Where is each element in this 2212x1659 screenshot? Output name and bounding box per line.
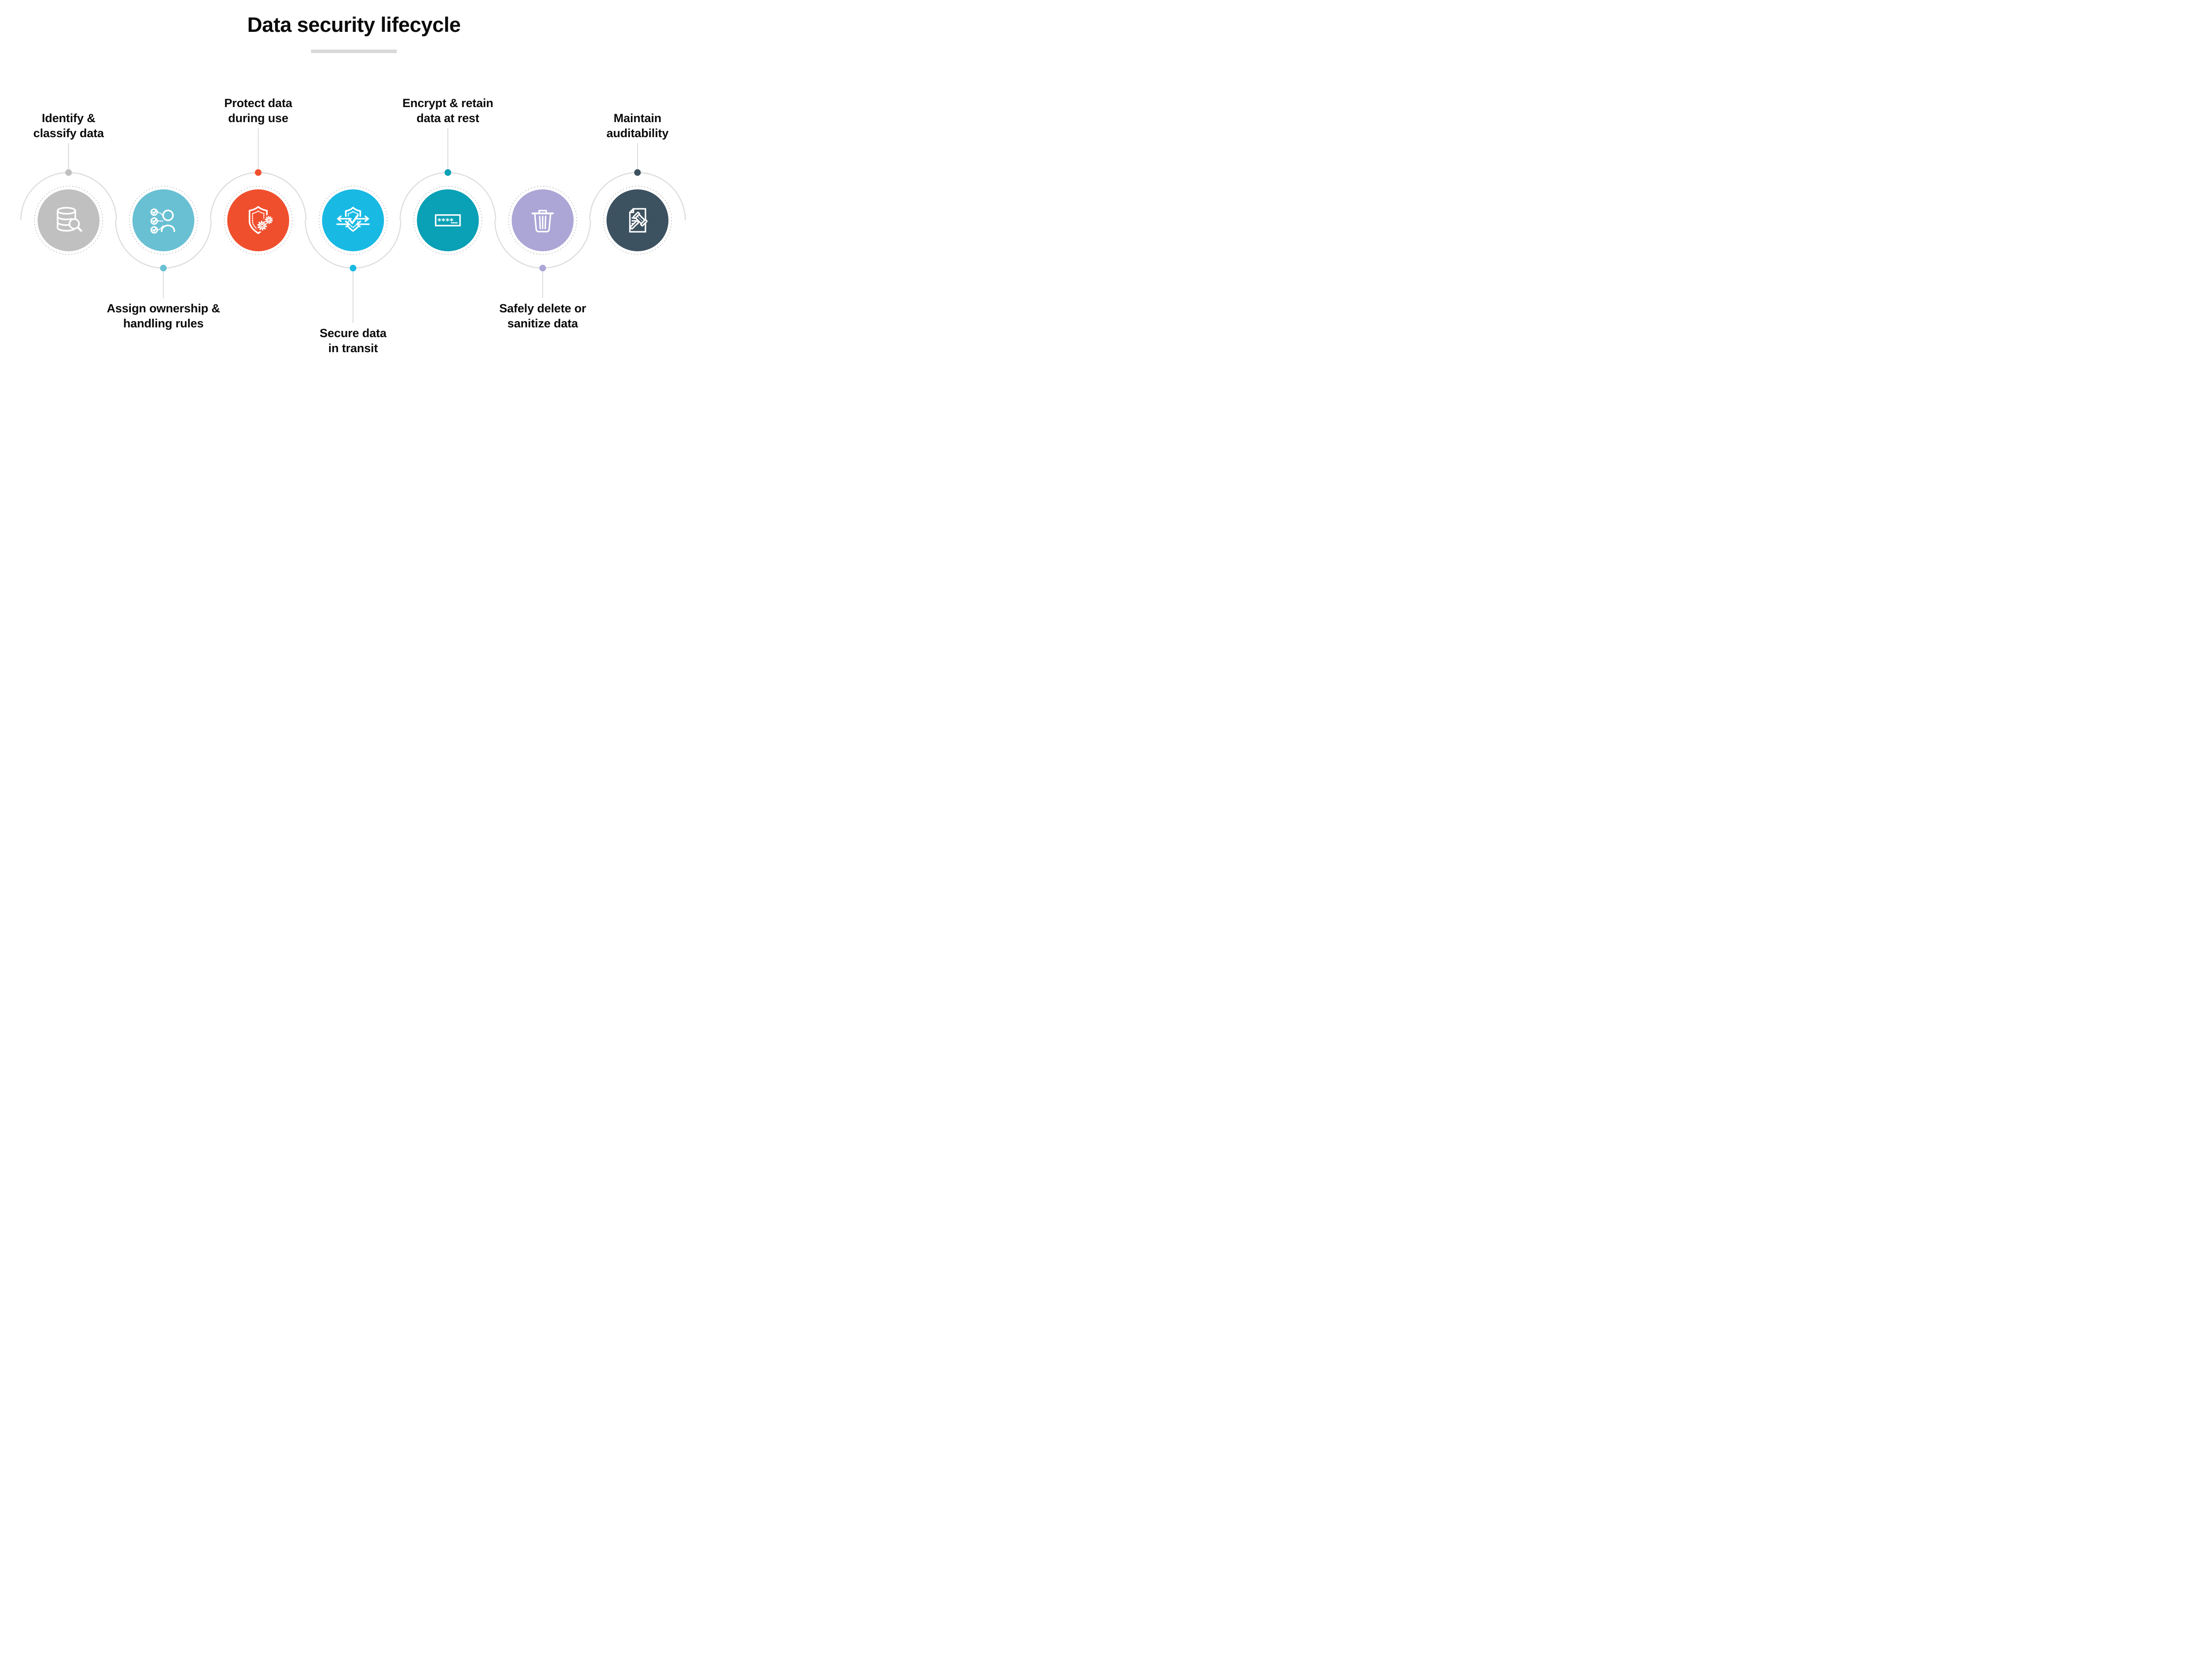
- step-dot-encrypt-at-rest: [444, 169, 451, 176]
- dashed-ring: [413, 186, 483, 255]
- step-dot-maintain-audit: [634, 169, 641, 176]
- step-dot-assign-ownership: [160, 265, 167, 272]
- dashed-ring: [34, 186, 103, 255]
- step-circle-protect-in-use: [227, 189, 289, 251]
- step-dot-safe-delete: [539, 265, 546, 272]
- infographic-stage: Data security lifecycle: [0, 0, 708, 398]
- dashed-ring: [129, 186, 198, 255]
- dashed-ring-layer: [34, 186, 672, 255]
- step-circle-identify-classify: [38, 189, 100, 251]
- step-dot-secure-in-transit: [349, 265, 357, 272]
- step-circle-assign-ownership: [132, 189, 195, 251]
- connector-layer: [68, 128, 638, 323]
- step-dot-protect-in-use: [255, 169, 262, 176]
- page-title: Data security lifecycle: [247, 13, 461, 36]
- dot-layer: [65, 169, 641, 272]
- title-underline: [311, 50, 397, 53]
- dashed-ring: [603, 186, 672, 255]
- dashed-ring: [319, 186, 388, 255]
- dashed-ring: [508, 186, 577, 255]
- trash-icon: [531, 210, 554, 233]
- dashed-ring: [223, 186, 293, 255]
- lifecycle-diagram: ****: [20, 128, 686, 323]
- step-dot-identify-classify: [65, 169, 72, 176]
- step-circle-secure-in-transit: [322, 189, 384, 251]
- step-circle-layer: [38, 189, 668, 251]
